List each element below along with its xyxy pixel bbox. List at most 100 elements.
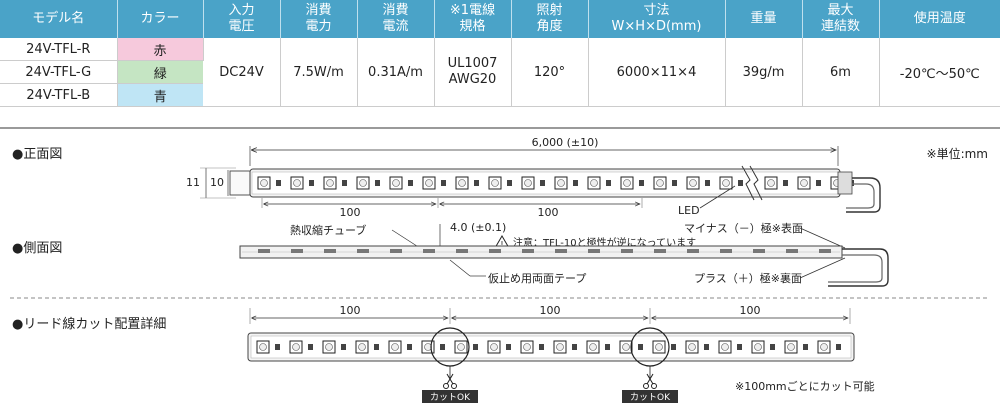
resistor: [836, 344, 841, 350]
side-view-title: ●側面図: [12, 241, 62, 256]
header-dimensions: 寸法 W×H×D(mm): [588, 0, 726, 38]
resistor: [342, 180, 347, 186]
side-chip: [753, 249, 765, 253]
unit-note: ※単位:mm: [927, 146, 988, 161]
header-current: 消費 電流: [357, 0, 435, 38]
led-lens: [656, 179, 664, 187]
resistor: [606, 180, 611, 186]
resistor: [816, 180, 821, 186]
led-lens: [293, 179, 301, 187]
heat-shrink-tube: [229, 170, 251, 196]
resistor: [737, 344, 742, 350]
led-strip-cut: [247, 332, 855, 362]
header-temperature: 使用温度: [879, 0, 1000, 38]
side-chip: [819, 249, 831, 253]
side-chip: [390, 249, 402, 253]
resistor: [572, 344, 577, 350]
header-model: モデル名: [0, 0, 118, 38]
angle-cell: 120°: [511, 38, 589, 107]
led-lens: [688, 343, 696, 351]
led-lens: [689, 179, 697, 187]
resistor: [803, 344, 808, 350]
resistor: [441, 180, 446, 186]
resistor: [638, 344, 643, 350]
resistor: [506, 344, 511, 350]
front-view-title: ●正面図: [12, 147, 62, 162]
led-lens: [392, 179, 400, 187]
cut-pitch-1: 100: [340, 304, 361, 317]
resistor: [783, 180, 788, 186]
led-lens: [800, 179, 808, 187]
max-links-cell: 6m: [802, 38, 880, 107]
product-diagram: ●正面図 ※単位:mm 6,000 (±10) 11 10 100 100 LE…: [10, 136, 990, 403]
side-chip: [357, 249, 369, 253]
led-lens: [391, 343, 399, 351]
resistor: [704, 344, 709, 350]
resistor: [738, 180, 743, 186]
resistor: [540, 180, 545, 186]
header-weight: 重量: [725, 0, 803, 38]
scissors-icon: [643, 373, 657, 389]
resistor: [341, 344, 346, 350]
section-divider: [0, 127, 1000, 129]
resistor: [705, 180, 710, 186]
cut-ok-label: カットOK: [630, 392, 671, 403]
table-row: 24V-TFL-G 緑: [0, 60, 1000, 84]
resistor: [375, 180, 380, 186]
led-label: LED: [678, 204, 700, 217]
led-lens: [820, 343, 828, 351]
cut-marker: カットOK: [422, 327, 478, 403]
cut-detail-title: ●リード線カット配置詳細: [12, 316, 166, 332]
side-chip: [786, 249, 798, 253]
dimensions-cell: 6000×11×4: [588, 38, 726, 107]
led-lens: [358, 343, 366, 351]
color-cell: 青: [117, 83, 203, 107]
resistor: [770, 344, 775, 350]
tube-label: 熱収縮チューブ: [290, 223, 366, 237]
side-chip: [687, 249, 699, 253]
side-chip: [555, 249, 567, 253]
led-lens: [787, 343, 795, 351]
led-lens: [767, 179, 775, 187]
led-lens: [425, 179, 433, 187]
led-lens: [359, 179, 367, 187]
side-chip: [588, 249, 600, 253]
side-chip: [456, 249, 468, 253]
side-chip: [621, 249, 633, 253]
thickness-label: 4.0 (±0.1): [450, 221, 506, 234]
led-strip-side: [239, 245, 843, 259]
side-chip: [423, 249, 435, 253]
spec-header-row: モデル名 カラー 入力 電圧 消費 電力 消費 電流 ※1電線 規格 照射 角度…: [0, 0, 1000, 38]
pitch-label-mid: 100: [538, 206, 559, 219]
resistor: [275, 344, 280, 350]
resistor: [408, 180, 413, 186]
table-row: 24V-TFL-R 赤 DC24V 7.5W/m 0.31A/m UL1007 …: [0, 38, 1000, 107]
table-row: 24V-TFL-B 青: [0, 83, 1000, 107]
resistor: [374, 344, 379, 350]
svg-text:!: !: [500, 240, 503, 249]
led-lens: [556, 343, 564, 351]
side-chip: [324, 249, 336, 253]
side-chip: [654, 249, 666, 253]
led-lens: [655, 343, 663, 351]
led-lens: [523, 343, 531, 351]
led-lens: [457, 343, 465, 351]
color-cell: 赤: [117, 38, 204, 61]
power-cell: 7.5W/m: [280, 38, 358, 107]
led-strip-front: [249, 165, 854, 201]
resistor: [507, 180, 512, 186]
resistor: [573, 180, 578, 186]
cut-marker: カットOK: [622, 327, 678, 403]
weight-cell: 39g/m: [725, 38, 803, 107]
side-chip: [489, 249, 501, 253]
header-voltage: 入力 電圧: [203, 0, 281, 38]
led-lens: [622, 343, 630, 351]
resistor: [309, 180, 314, 186]
tape-label: 仮止め用両面テープ: [488, 272, 586, 285]
resistor: [671, 344, 676, 350]
led-lens: [524, 179, 532, 187]
height-inner-label: 10: [210, 176, 224, 189]
height-outer-label: 11: [186, 176, 200, 189]
resistor: [308, 344, 313, 350]
cut-pitch-2: 100: [540, 304, 561, 317]
